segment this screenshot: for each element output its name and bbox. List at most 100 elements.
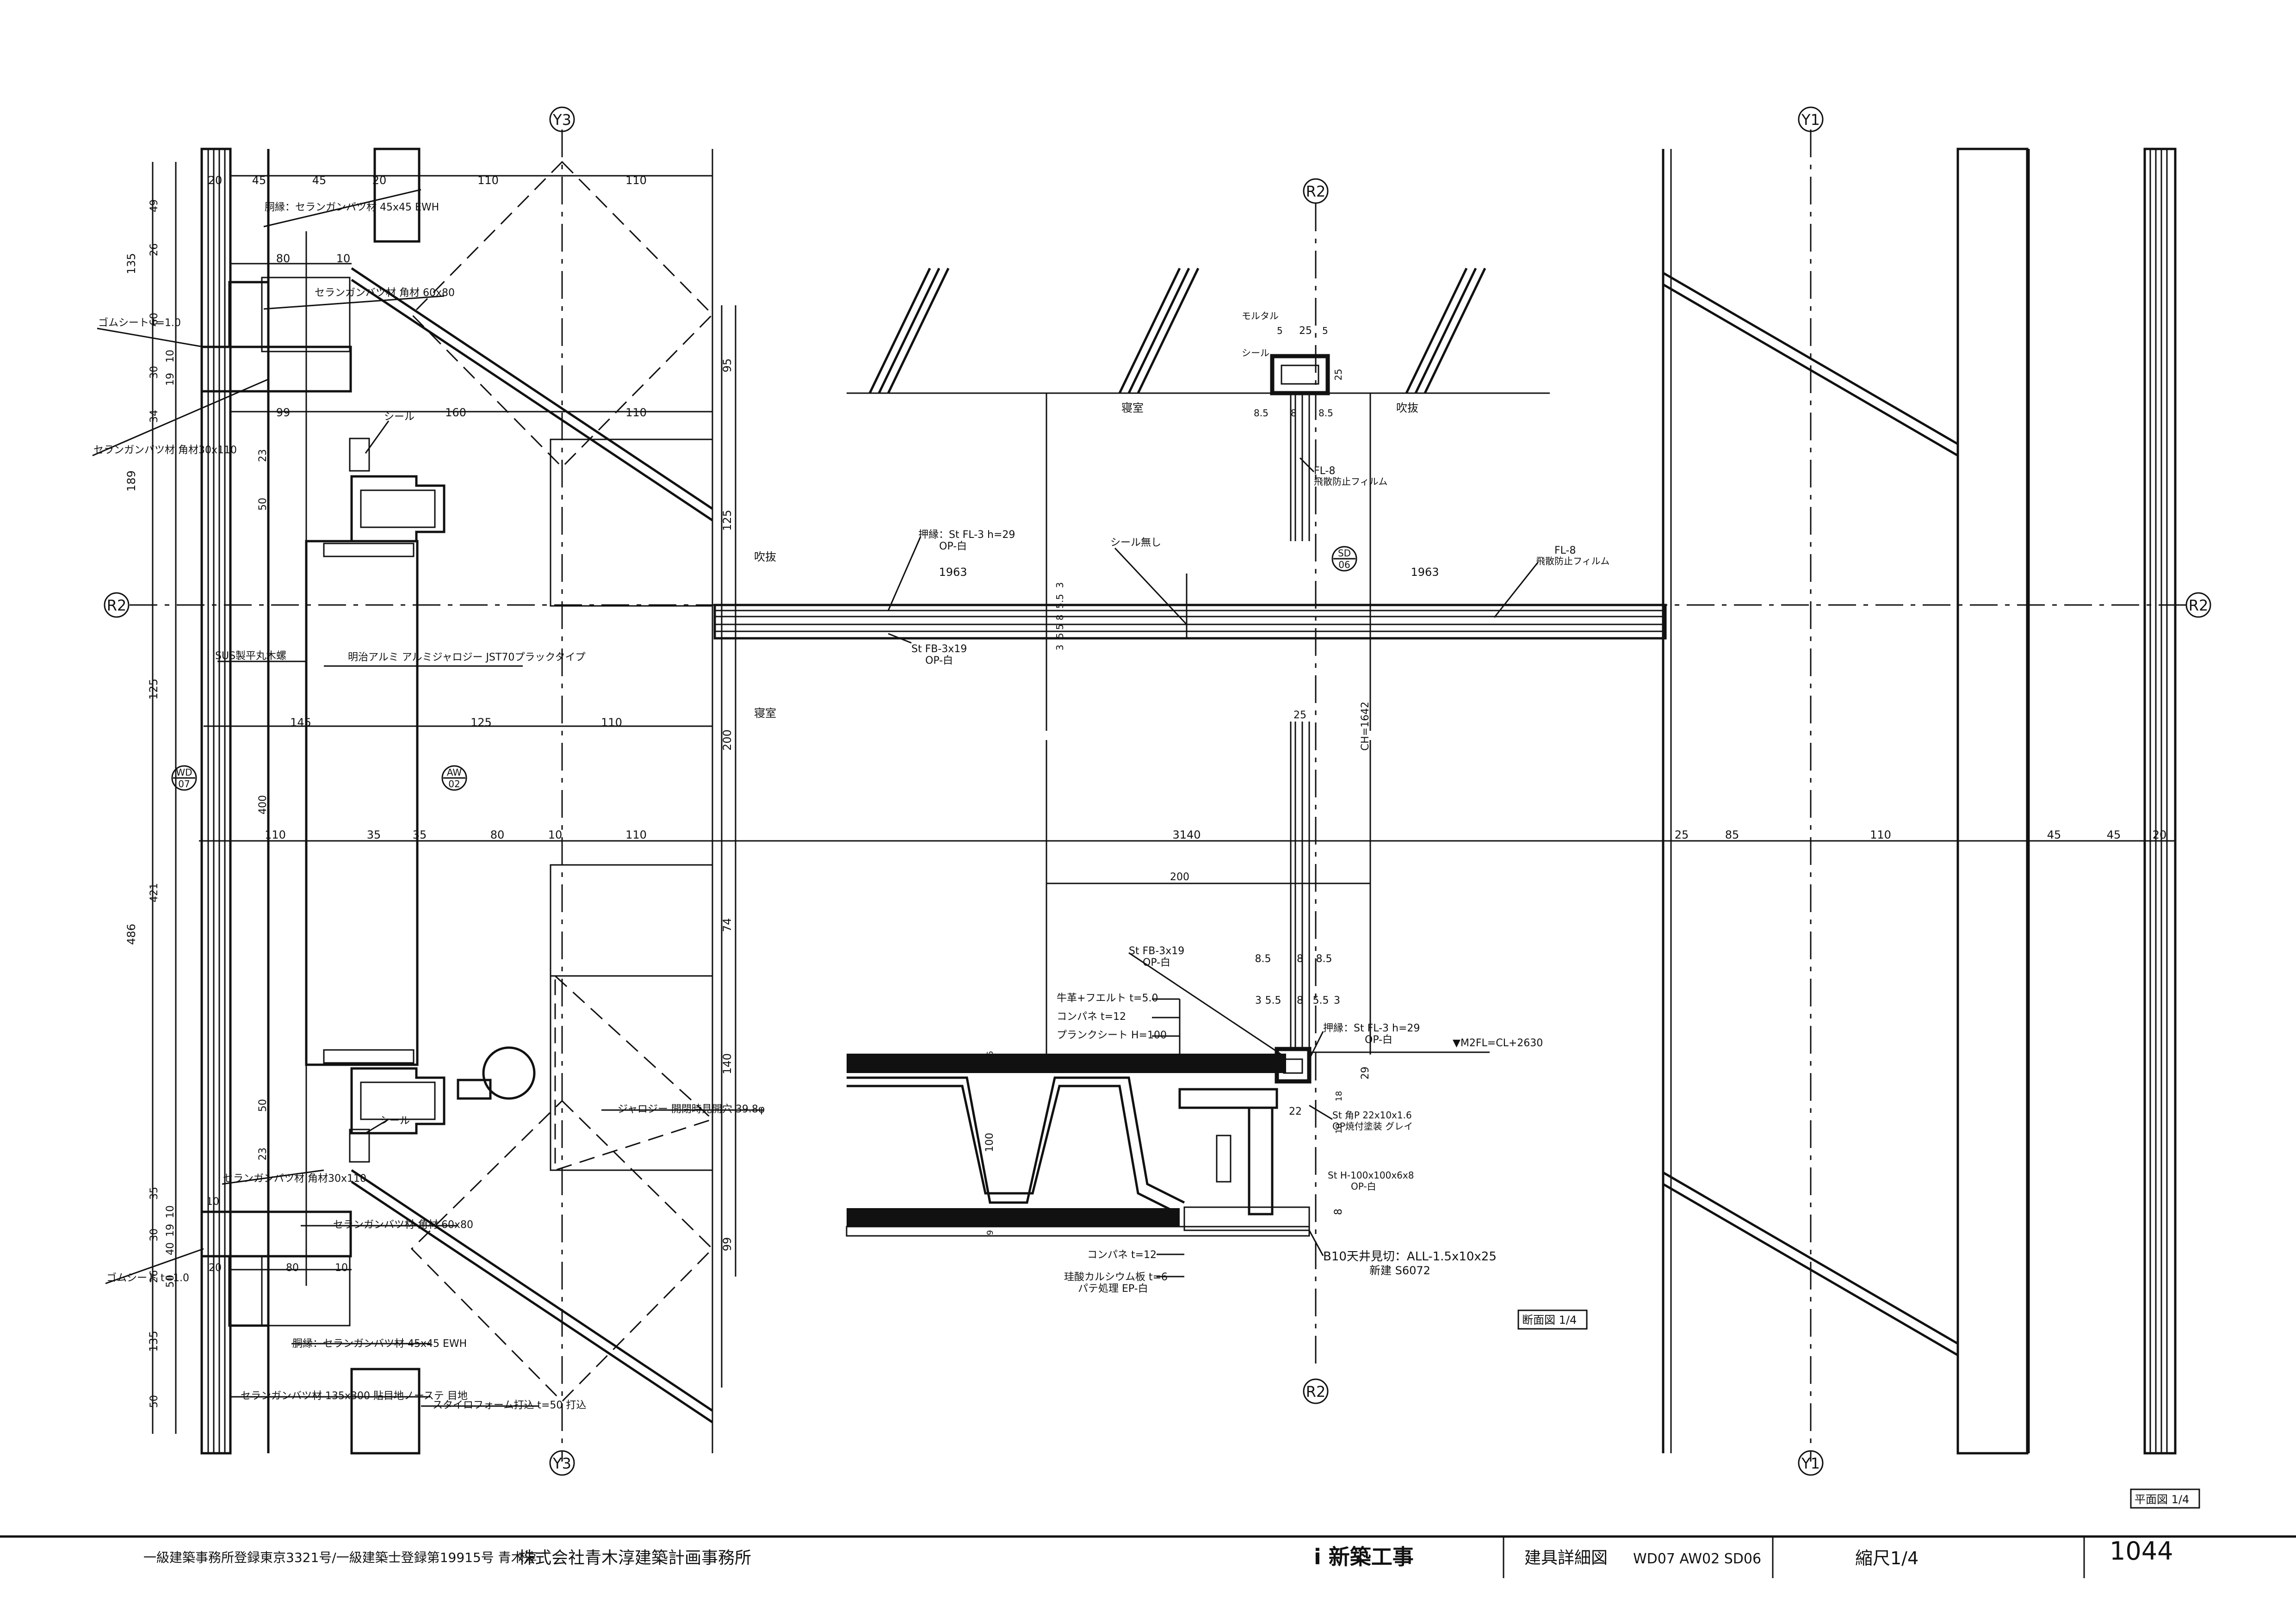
grid-lines [130,130,2188,1462]
svg-text:St H-100x100x6x8: St H-100x100x6x8 [1328,1170,1414,1181]
svg-text:10: 10 [206,1196,219,1208]
svg-text:45: 45 [252,174,266,187]
svg-text:80: 80 [286,1262,299,1274]
svg-text:OP焼付塗装 グレイ: OP焼付塗装 グレイ [1332,1121,1413,1132]
svg-text:10: 10 [335,1262,348,1274]
svg-text:シール: シール [1242,347,1269,358]
svg-text:486: 486 [125,924,138,945]
svg-text:8.5: 8.5 [1318,407,1333,419]
svg-text:プランクシート H=100: プランクシート H=100 [1057,1030,1167,1041]
svg-text:8.5: 8.5 [1254,407,1269,419]
svg-text:CH=1642: CH=1642 [1360,702,1371,751]
left-vertical-dims-outer: 135 189 125 486 135 [125,253,160,1352]
svg-text:35: 35 [367,828,381,841]
grid-bubble-y1-bottom: Y1 [1798,1450,1824,1476]
svg-text:200: 200 [1170,871,1189,883]
svg-text:125: 125 [470,716,492,729]
svg-text:8: 8 [1333,1209,1344,1215]
svg-text:25: 25 [1675,828,1689,841]
svg-text:ジャロジー 開閉時見開穴 39.8φ: ジャロジー 開閉時見開穴 39.8φ [618,1104,765,1115]
svg-text:200: 200 [721,729,734,751]
svg-text:St FB-3x19: St FB-3x19 [911,643,967,655]
svg-text:25: 25 [1333,369,1344,380]
svg-text:▼M2FL=CL+2630: ▼M2FL=CL+2630 [1453,1037,1543,1049]
svg-text:125: 125 [147,679,160,700]
svg-text:80: 80 [276,252,291,265]
svg-text:ゴムシート t=1.0: ゴムシート t=1.0 [98,317,181,329]
svg-text:140: 140 [721,1053,734,1074]
tag-wd07: WD 07 [171,765,197,791]
glass-dims-top: 3 5.5 8 5.5 3 [1054,582,1065,651]
svg-text:5.5: 5.5 [1054,594,1065,609]
svg-text:5: 5 [1277,325,1283,336]
svg-text:押縁：St FL-3 h=29: 押縁：St FL-3 h=29 [918,529,1015,541]
svg-text:23: 23 [257,1148,269,1160]
svg-text:1963: 1963 [939,566,967,579]
svg-text:セランガンバツ材 角材30x110: セランガンバツ材 角材30x110 [223,1173,366,1185]
svg-text:セランガンバツ材 角材 60x80: セランガンバツ材 角材 60x80 [315,287,455,299]
svg-text:110: 110 [625,406,647,419]
svg-text:22: 22 [1289,1106,1302,1117]
svg-text:145: 145 [290,716,311,729]
svg-text:平面図 1/4: 平面図 1/4 [2135,1493,2189,1506]
svg-text:20: 20 [372,174,387,187]
grid-bubble-r2-right: R2 [2185,592,2211,618]
svg-text:1963: 1963 [1411,566,1439,579]
svg-text:8: 8 [1291,407,1297,419]
svg-text:Y3: Y3 [552,1455,571,1472]
svg-text:牛革+フエルト t=5.0: 牛革+フエルト t=5.0 [1057,993,1158,1004]
svg-text:50: 50 [165,1275,176,1288]
svg-text:3: 3 [1054,582,1065,588]
svg-text:珪酸カルシウム板 t=6: 珪酸カルシウム板 t=6 [1064,1271,1168,1283]
svg-text:ゴムシート t=1.0: ゴムシート t=1.0 [106,1272,189,1284]
svg-text:07: 07 [178,778,190,790]
grid-bubble-y1-top: Y1 [1798,106,1824,132]
svg-text:R2: R2 [107,597,127,614]
svg-text:25: 25 [1299,325,1312,337]
svg-text:160: 160 [445,406,466,419]
left-vertical-dims-inner: 49 26 60 19 10 30 34 23 50 400 421 50 23… [149,199,269,1408]
svg-text:50: 50 [257,1099,269,1112]
right-detail [1662,148,2177,1455]
svg-text:WD: WD [176,767,192,778]
svg-text:スタイロフォーム打込 t=50 打込: スタイロフォーム打込 t=50 打込 [433,1400,586,1411]
center-detail [713,267,1667,1237]
svg-text:18: 18 [1334,1091,1344,1102]
svg-text:FL-8: FL-8 [1554,545,1576,556]
grid-bubble-y3-bottom: Y3 [549,1450,575,1476]
svg-text:R2: R2 [2189,597,2209,614]
left-annotations: 胴縁：セランガンバツ材 45x45 EWH セランガンバツ材 角材 60x80 … [92,189,765,1411]
svg-text:8: 8 [1297,953,1303,965]
svg-text:23: 23 [257,449,269,462]
svg-text:34: 34 [149,410,160,423]
svg-text:06: 06 [1338,559,1350,570]
title-block: 一級建築事務所登録東京3321号/一級建築士登録第19915号 青木淳 株式会社… [0,1535,2296,1578]
svg-text:45: 45 [312,174,327,187]
svg-text:断面図 1/4: 断面図 1/4 [1522,1314,1577,1327]
svg-text:50: 50 [149,1395,160,1408]
svg-text:421: 421 [149,883,160,902]
svg-text:400: 400 [257,795,269,815]
sheet-number: 1044 [2110,1537,2173,1566]
left-detail [152,148,736,1455]
svg-text:110: 110 [625,828,647,841]
svg-text:5: 5 [1322,325,1328,336]
svg-text:St FB-3x19: St FB-3x19 [1129,945,1184,957]
tag-sd06: SD 06 [1331,546,1357,572]
svg-text:135: 135 [147,1331,160,1352]
svg-text:10: 10 [336,252,351,265]
left-horizontal-dims: 80 10 99 160 110 145 125 110 110 35 35 8… [206,252,647,1274]
grid-bubble-r2-top: R2 [1303,178,1329,204]
grid-bubble-r2-bottom: R2 [1303,1378,1329,1404]
svg-text:R2: R2 [1306,1383,1326,1401]
svg-text:セランガンバツ材 角材 60x80: セランガンバツ材 角材 60x80 [333,1219,473,1231]
svg-text:110: 110 [265,828,286,841]
svg-text:寝室: 寝室 [1121,401,1144,414]
svg-text:8: 8 [1054,615,1065,621]
grid-bubble-r2-left: R2 [104,592,130,618]
svg-text:99: 99 [721,1237,734,1252]
svg-text:110: 110 [1870,828,1891,841]
svg-text:明治アルミ アルミジャロジー JST70プラックタイプ: 明治アルミ アルミジャロジー JST70プラックタイプ [348,652,585,663]
svg-text:26: 26 [149,243,160,256]
svg-text:AW: AW [447,767,462,778]
